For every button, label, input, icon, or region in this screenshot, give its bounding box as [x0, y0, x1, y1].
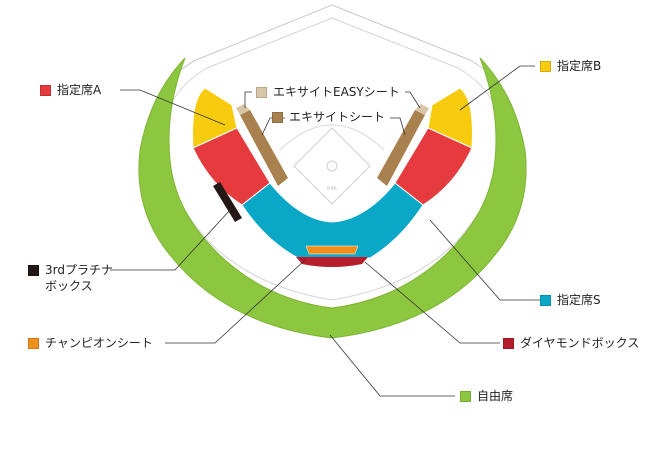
label-platinum-box[interactable]: 3rdプラチナ ボックス — [45, 263, 113, 293]
label-diamond-box[interactable]: ダイヤモンドボックス — [520, 336, 640, 350]
home-plate-label: B4K — [327, 186, 338, 192]
section-champion[interactable] — [305, 245, 359, 255]
section-unreserved[interactable] — [138, 57, 527, 339]
section-excite-easy-left[interactable] — [236, 104, 250, 115]
section-diamond-box[interactable] — [296, 257, 368, 267]
swatch-excite — [272, 112, 283, 123]
swatch-diamond-box — [503, 338, 514, 349]
swatch-unreserved — [460, 391, 471, 402]
swatch-excite-easy — [256, 87, 267, 98]
leader-lines — [110, 65, 540, 397]
infield-arc — [279, 124, 385, 151]
label-champion[interactable]: チャンピオンシート — [45, 336, 153, 350]
section-reserved-s[interactable] — [241, 182, 424, 259]
section-excite-right[interactable] — [377, 110, 425, 186]
label-excite-easy[interactable]: エキサイトEASYシート — [273, 85, 400, 99]
section-platinum-box[interactable] — [213, 182, 242, 222]
label-unreserved[interactable]: 自由席 — [477, 389, 514, 403]
swatch-platinum-box — [28, 265, 39, 276]
swatch-reserved-b — [540, 61, 551, 72]
label-reserved-b[interactable]: 指定席B — [557, 59, 602, 73]
swatch-reserved-s — [540, 295, 551, 306]
label-reserved-a[interactable]: 指定席A — [57, 83, 102, 97]
infield-diamond — [293, 127, 371, 205]
swatch-champion — [28, 338, 39, 349]
swatch-reserved-a — [40, 85, 51, 96]
label-excite[interactable]: エキサイトシート — [289, 110, 386, 124]
section-excite-easy-right[interactable] — [415, 104, 429, 115]
label-reserved-s[interactable]: 指定席S — [557, 293, 601, 307]
section-excite-left[interactable] — [240, 110, 288, 186]
pitcher-mound — [326, 160, 338, 172]
